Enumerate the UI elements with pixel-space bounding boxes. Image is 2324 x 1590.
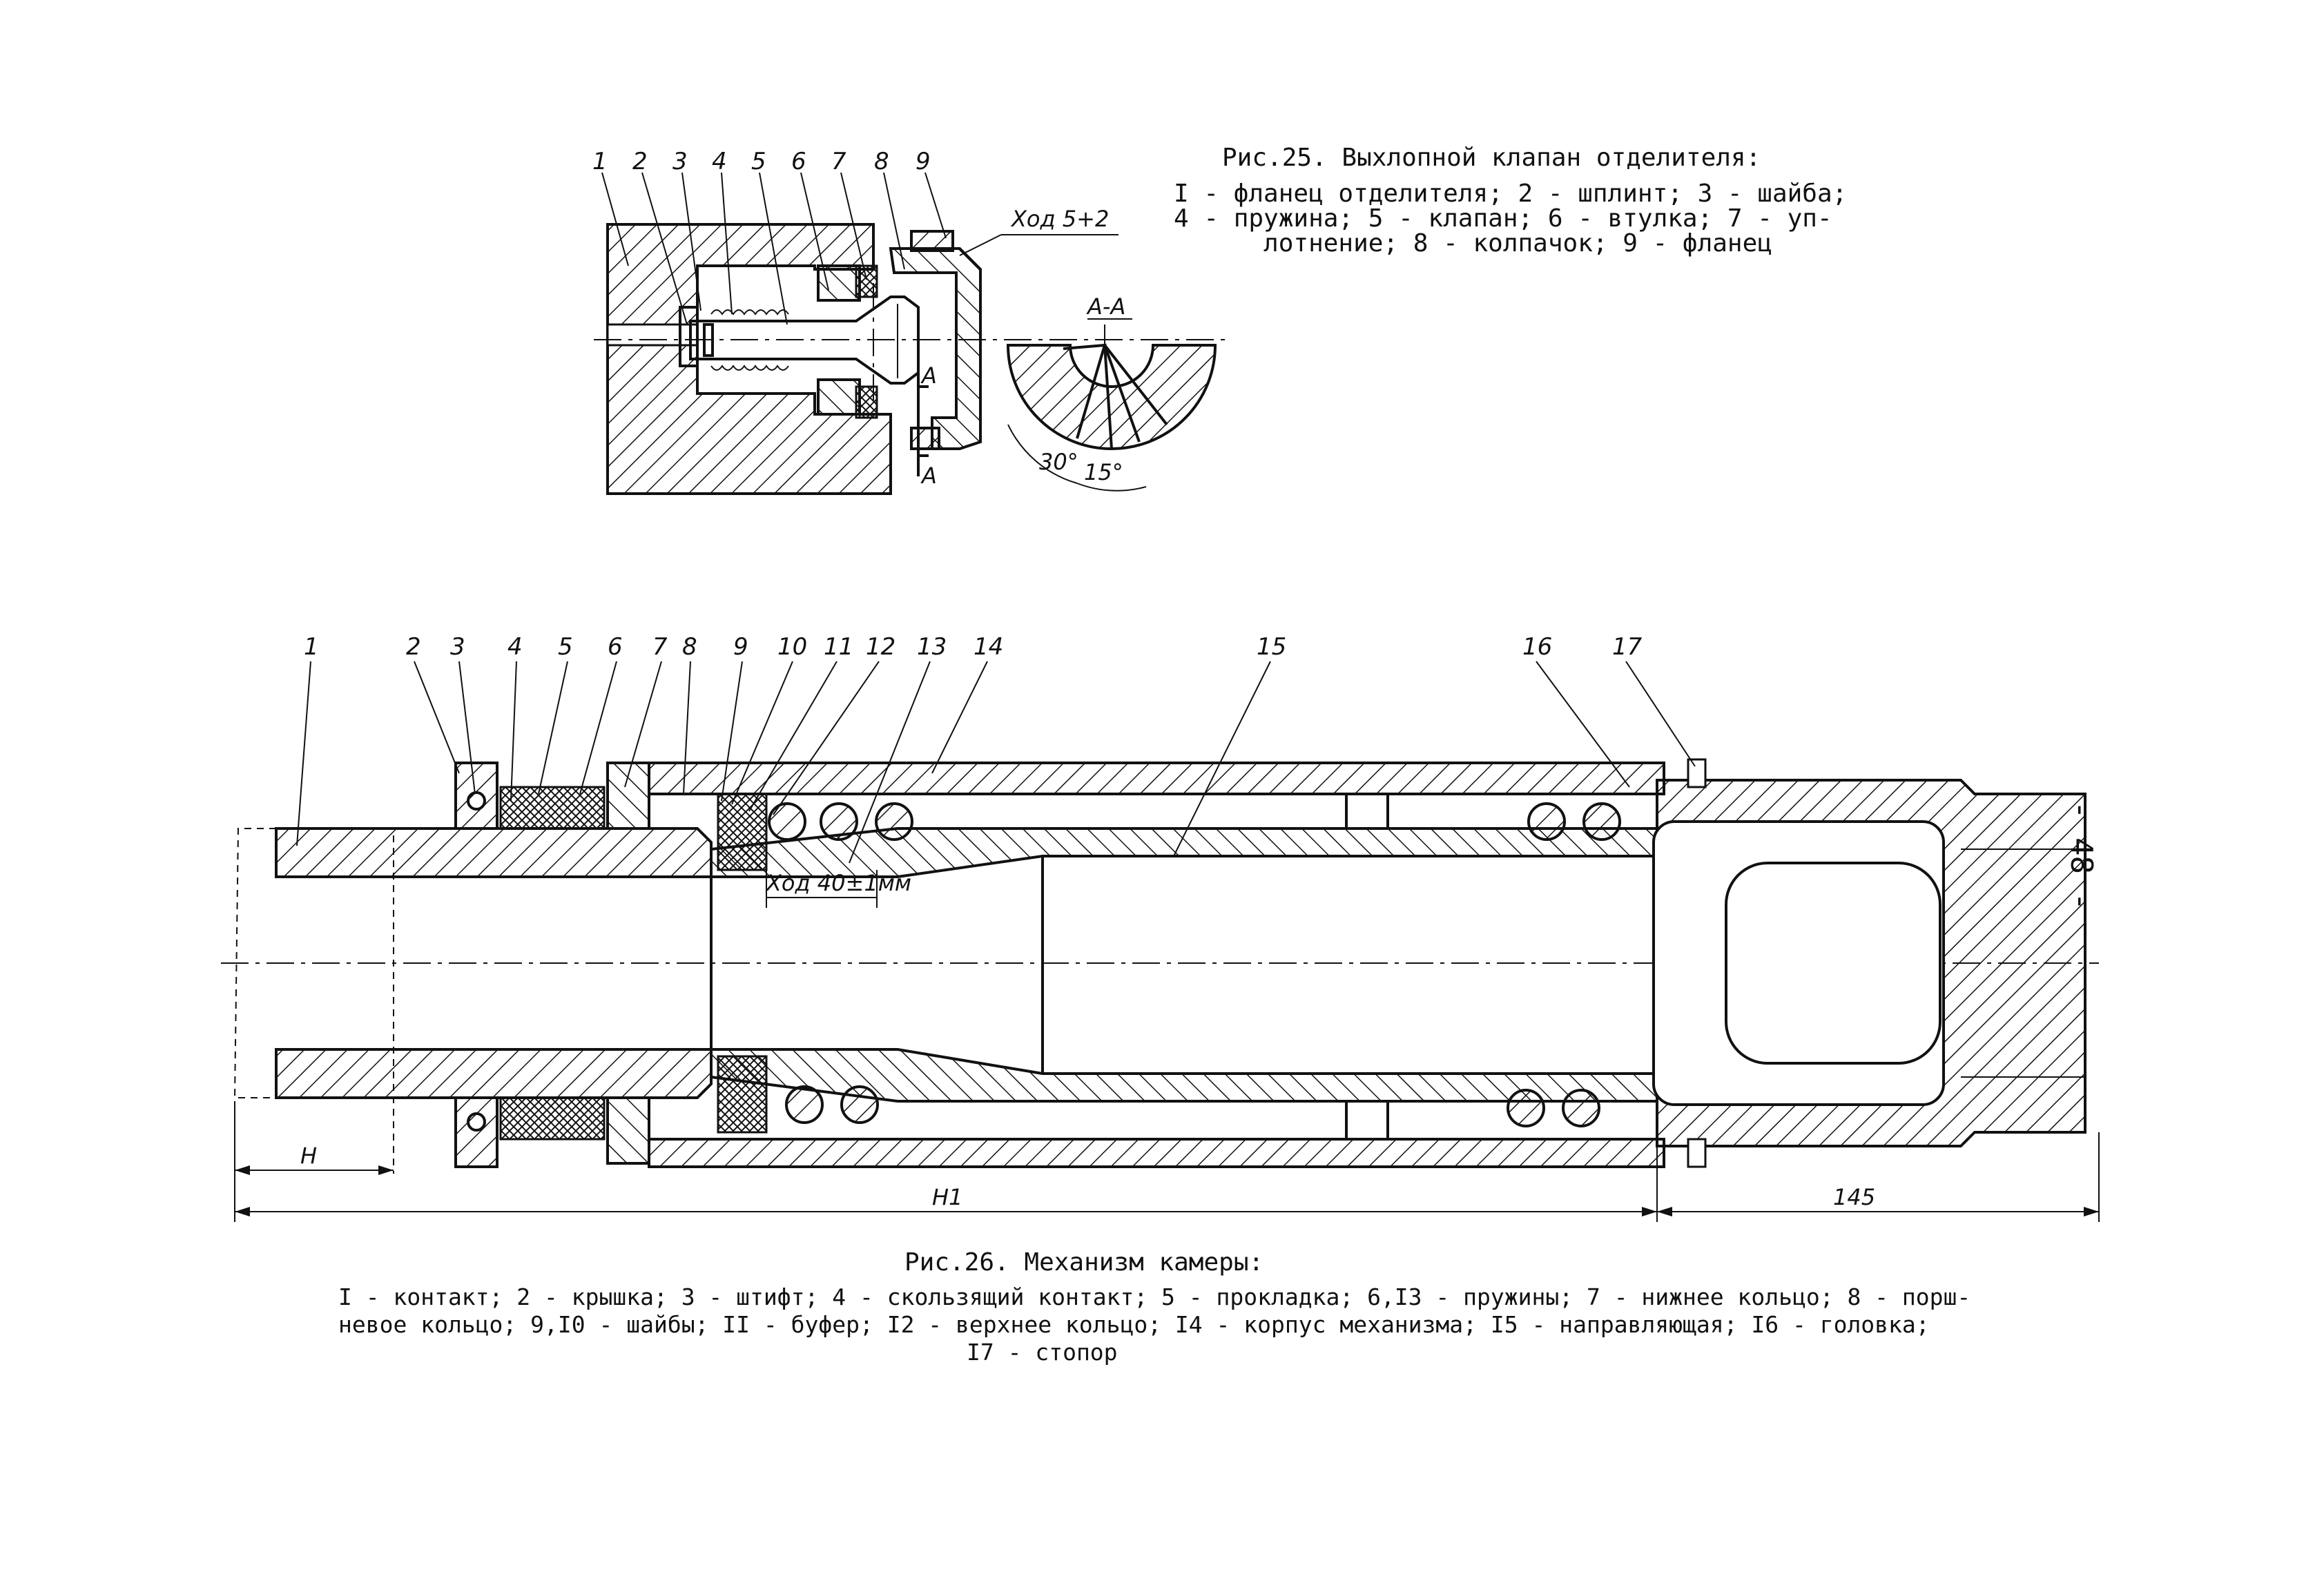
fig25-callout-2: 2	[632, 148, 648, 175]
fig25-leaders	[601, 172, 1119, 325]
fig25-legend-line-2: 4 - пружина; 5 - клапан; 6 - втулка; 7 -…	[1174, 204, 1832, 233]
fig26-cover-bottom	[454, 1096, 498, 1168]
fig26-callout-3: 3	[450, 633, 465, 661]
fig25-angle-30: 30°	[1039, 449, 1078, 475]
fig25-section-label: А-А	[1086, 293, 1125, 320]
fig25-section-aa	[1006, 324, 1217, 492]
fig26-callout-16: 16	[1522, 633, 1552, 661]
fig26-legend-line-2: невое кольцо; 9,I0 - шайбы; II - буфер; …	[338, 1311, 1930, 1338]
fig25-callout-6: 6	[791, 148, 806, 175]
fig26-legend-line-1: I - контакт; 2 - крышка; 3 - штифт; 4 - …	[338, 1283, 1971, 1310]
fig25-callout-5: 5	[751, 148, 766, 175]
fig26-legend-line-3: I7 - стопор	[967, 1339, 1118, 1366]
fig25-section-mark-bottom: А	[920, 463, 937, 489]
fig26-guide	[710, 793, 1658, 1141]
fig26-callout-13: 13	[917, 633, 947, 661]
fig26-pin-bottom	[467, 1112, 486, 1132]
page-number: - 48 -	[2064, 801, 2099, 911]
fig25-callout-1: 1	[592, 148, 608, 175]
fig26-stroke-label: Ход 40±1мм	[765, 870, 911, 896]
fig25-section-marker	[917, 373, 929, 476]
fig26-housing	[648, 762, 1665, 1168]
fig25-legend-line-1: I - фланец отделителя; 2 - шплинт; 3 - ш…	[1174, 180, 1848, 208]
fig26-dimension-lines	[234, 1101, 2100, 1222]
fig25-callout-4: 4	[712, 148, 727, 175]
fig26-callout-2: 2	[406, 633, 421, 661]
fig25-angle-15: 15°	[1084, 459, 1123, 485]
fig25-callout-3: 3	[672, 148, 688, 175]
fig26-callout-12: 12	[866, 633, 895, 661]
fig25-callout-7: 7	[831, 148, 846, 175]
fig26-callout-17: 17	[1612, 633, 1643, 661]
fig26-callout-4: 4	[507, 633, 523, 661]
fig25-seal-bottom	[855, 385, 878, 419]
fig25-caption-title: Рис.25. Выхлопной клапан отделителя:	[1222, 144, 1761, 172]
fig26-callout-9: 9	[733, 633, 748, 661]
fig26-callout-15: 15	[1257, 633, 1286, 661]
fig26-callout-5: 5	[558, 633, 573, 661]
fig25-section-mark-top: А	[920, 362, 937, 389]
fig26-head	[1652, 758, 2086, 1168]
fig26-callout-10: 10	[777, 633, 807, 661]
fig25-stroke-label: Ход 5+2	[1010, 206, 1109, 232]
fig25-washer	[679, 306, 699, 367]
fig26-callout-11: 11	[824, 633, 853, 661]
fig26-dim-h1: Н1	[932, 1184, 962, 1210]
fig25-callout-8: 8	[874, 148, 889, 175]
fig26-caption-title: Рис.26. Механизм камеры:	[904, 1248, 1264, 1277]
fig26-contact	[233, 827, 713, 1174]
fig26-stroke-dimension	[766, 870, 878, 908]
fig25-spring	[710, 309, 789, 371]
fig26-dim-h: Н	[300, 1143, 317, 1169]
fig26-cover-top	[454, 762, 498, 830]
fig26-callout-7: 7	[652, 633, 668, 661]
fig26-pin-top	[467, 791, 486, 811]
fig26-callout-6: 6	[608, 633, 623, 661]
fig26-callout-14: 14	[974, 633, 1003, 661]
fig26-dim-145: 145	[1833, 1184, 1875, 1210]
fig25-callout-9: 9	[916, 148, 931, 175]
fig25-legend-line-3: лотнение; 8 - колпачок; 9 - фланец	[1174, 229, 1772, 258]
fig26-callout-1: 1	[304, 633, 319, 661]
fig26-callout-8: 8	[682, 633, 697, 661]
fig26-leaders	[296, 661, 1696, 864]
fig25-cap	[889, 230, 982, 450]
